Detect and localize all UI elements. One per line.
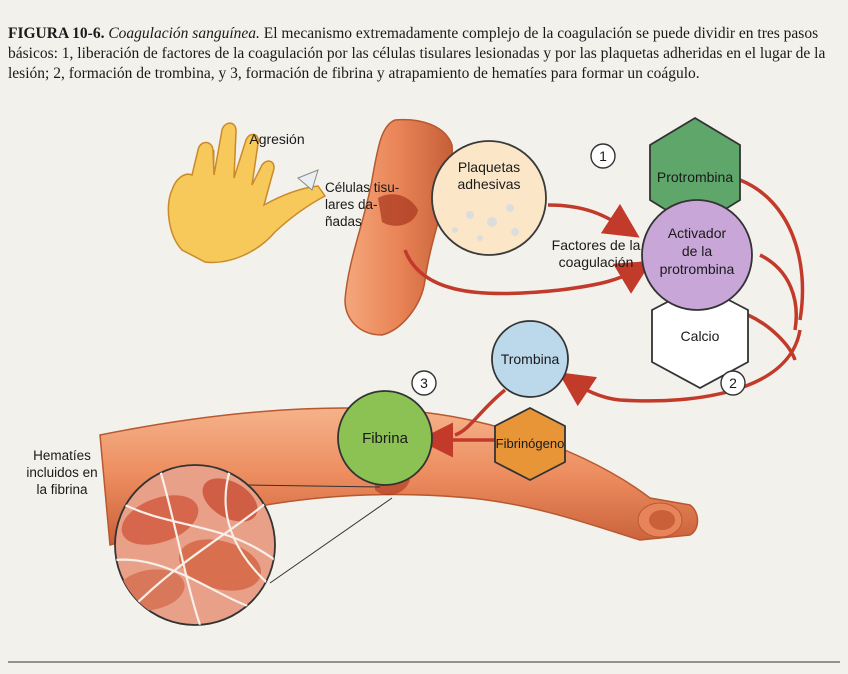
prothrombin-activator-circle: Activador de la protrombina	[641, 199, 753, 311]
arrow-activator-loop	[759, 253, 798, 331]
aggression-label: Agresión	[249, 131, 304, 147]
fibrinogen-hexagon: Fibrinógeno	[494, 406, 566, 482]
cells-label-line2: lares da-	[325, 197, 378, 212]
factors-label-line1: Factores de la	[552, 237, 641, 253]
activator-label-line3: protrombina	[660, 261, 735, 277]
platelets-label-line1: Plaquetas	[458, 159, 520, 175]
step-marker-1: 1	[590, 143, 616, 169]
hand-illustration	[167, 122, 327, 264]
arrow-injury-to-activator	[403, 249, 653, 296]
arrow-calcium-loop	[747, 313, 797, 361]
injury-glass-icon	[297, 169, 319, 191]
cells-label-line3: ñadas	[325, 214, 362, 229]
arrow-platelets-to-activator	[547, 203, 640, 238]
arrows	[403, 178, 805, 458]
fibrin-circle: Fibrina	[337, 390, 433, 486]
blood-vessel-upper	[344, 118, 453, 336]
magnified-clot-view	[114, 464, 393, 626]
thrombin-circle: Trombina	[491, 320, 569, 398]
calcium-label: Calcio	[681, 328, 720, 344]
calcium-hexagon: Calcio	[651, 283, 749, 390]
arrow-prothrombin-loop	[739, 178, 805, 321]
fibrin-label: Fibrina	[362, 430, 409, 447]
hematies-label-line1: Hematíes	[33, 448, 91, 463]
platelets-label-line2: adhesivas	[457, 176, 520, 192]
platelets-circle: Plaquetas adhesivas	[431, 140, 547, 256]
figure-number: FIGURA 10-6.	[8, 25, 105, 42]
svg-text:2: 2	[729, 375, 737, 391]
cells-label-line1: Células tisu-	[325, 180, 399, 195]
figure-caption: FIGURA 10-6. Coagulación sanguínea. El m…	[8, 24, 840, 84]
step-marker-2: 2	[720, 370, 746, 396]
hematies-label-line3: la fibrina	[36, 482, 88, 497]
arrow-thrombin-to-fibrin	[454, 388, 507, 437]
figure-title: Coagulación sanguínea.	[108, 25, 260, 42]
prothrombin-label: Protrombina	[657, 169, 733, 185]
thrombin-label: Trombina	[501, 351, 560, 367]
factors-label-line2: coagulación	[559, 254, 634, 270]
activator-label-line2: de la	[682, 243, 713, 259]
arrow-to-thrombin	[558, 329, 802, 407]
caption-body: El mecanismo extremadamente complejo de …	[8, 25, 826, 82]
hematies-label-line2: incluidos en	[26, 465, 97, 480]
fibrinogen-label: Fibrinógeno	[496, 436, 565, 451]
svg-text:1: 1	[599, 148, 607, 164]
svg-text:3: 3	[420, 375, 428, 391]
step-marker-3: 3	[411, 370, 437, 396]
activator-label-line1: Activador	[668, 225, 727, 241]
prothrombin-hexagon: Protrombina	[649, 116, 741, 230]
